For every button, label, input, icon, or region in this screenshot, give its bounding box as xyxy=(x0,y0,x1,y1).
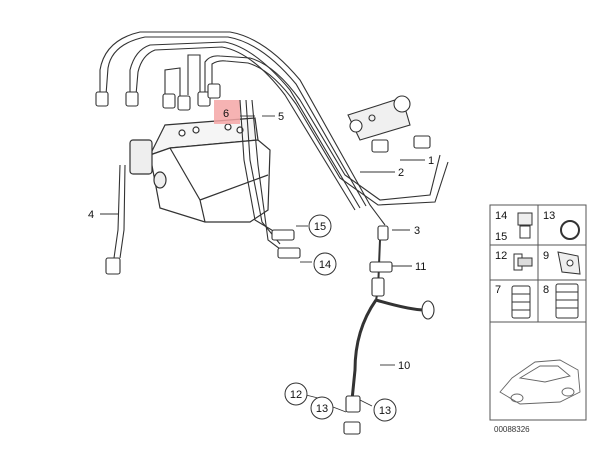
callout-13-left: 13 xyxy=(310,396,334,420)
svg-text:1: 1 xyxy=(428,155,434,167)
svg-text:7: 7 xyxy=(495,284,501,296)
callout-14: 14 xyxy=(313,252,337,276)
car-icon xyxy=(499,359,581,405)
svg-text:9: 9 xyxy=(543,250,549,262)
svg-text:10: 10 xyxy=(398,360,410,372)
svg-text:4: 4 xyxy=(88,209,94,221)
parts-cell-8: 8 xyxy=(543,283,579,319)
svg-text:2: 2 xyxy=(398,167,404,179)
svg-text:15: 15 xyxy=(314,221,326,233)
parts-cell-9: 9 xyxy=(543,250,581,275)
parts-cell-14-15: 14 15 xyxy=(495,210,533,243)
svg-text:3: 3 xyxy=(414,225,420,237)
callout-5: 5 xyxy=(278,111,284,123)
leader-lines xyxy=(100,115,425,413)
callout-11: 11 xyxy=(415,261,426,273)
svg-text:13: 13 xyxy=(316,403,328,415)
svg-text:11: 11 xyxy=(415,261,426,273)
callout-13-right: 13 xyxy=(373,398,397,422)
highlight-box-6 xyxy=(214,100,240,124)
distributor xyxy=(347,95,411,141)
svg-text:13: 13 xyxy=(543,210,555,222)
fittings xyxy=(95,83,435,435)
callout-3: 3 xyxy=(414,225,420,237)
callout-15: 15 xyxy=(308,214,332,238)
svg-text:14: 14 xyxy=(319,259,331,271)
reference-number: 00088326 xyxy=(494,425,530,434)
svg-text:5: 5 xyxy=(278,111,284,123)
svg-text:12: 12 xyxy=(290,389,302,401)
callout-4: 4 xyxy=(88,209,94,221)
callout-10: 10 xyxy=(398,360,410,372)
abs-unit xyxy=(129,117,271,223)
svg-text:12: 12 xyxy=(495,250,507,262)
callout-6: 6 xyxy=(223,108,229,120)
svg-text:14: 14 xyxy=(495,210,507,222)
parts-cell-7: 7 xyxy=(495,284,531,319)
svg-text:15: 15 xyxy=(495,231,507,243)
parts-cell-12: 12 xyxy=(495,250,533,271)
callout-1: 1 xyxy=(428,155,434,167)
brake-lines xyxy=(99,31,449,401)
svg-text:13: 13 xyxy=(379,405,391,417)
callout-12: 12 xyxy=(284,382,308,406)
parts-panel: 14 15 13 12 9 7 xyxy=(489,204,587,421)
svg-text:6: 6 xyxy=(223,108,229,120)
parts-cell-13: 13 xyxy=(543,210,580,240)
callout-2: 2 xyxy=(398,167,404,179)
svg-text:8: 8 xyxy=(543,284,549,296)
